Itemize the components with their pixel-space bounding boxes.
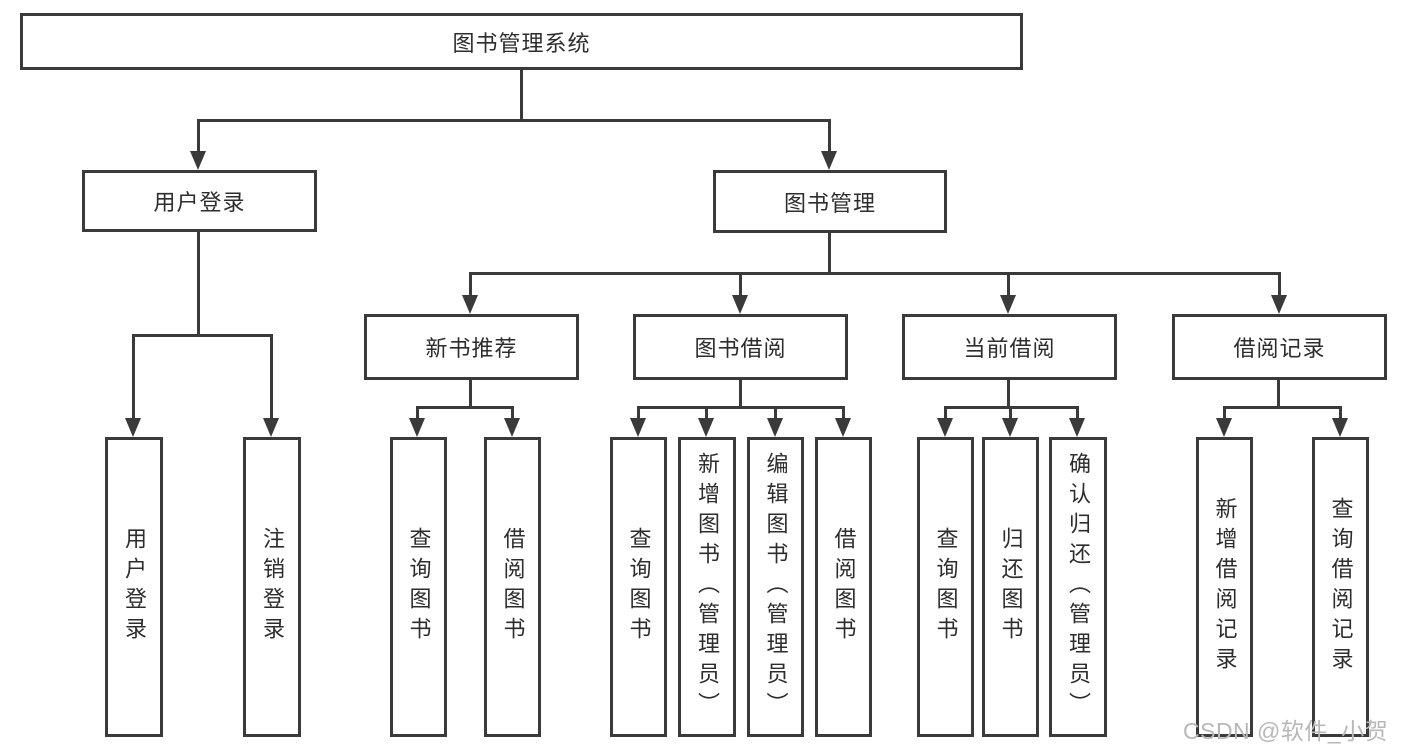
arrowhead-leaf-query-book-1 <box>409 418 425 437</box>
edge-root-stem <box>520 70 523 121</box>
edge-new-book-rec-stem <box>469 379 472 409</box>
edge-root-crossbar <box>198 119 831 122</box>
leaf-query-book-3: 查询图书 <box>917 437 974 737</box>
arrowhead-leaf-borrow-book-1 <box>504 418 520 437</box>
node-user-login: 用户登录 <box>82 170 317 232</box>
node-borrowing-records: 借阅记录 <box>1172 314 1387 380</box>
leaf-query-borrow-record: 查询借阅记录 <box>1312 437 1369 737</box>
arrowhead-leaf-query-book-3 <box>937 418 953 437</box>
leaf-borrow-book-2: 借阅图书 <box>815 437 872 737</box>
arrowhead-leaf-add-book <box>698 418 714 437</box>
edge-to-current-borrow <box>1007 272 1010 296</box>
edge-to-borrow-records <box>1278 272 1281 296</box>
edge-to-leaf-return-book <box>1009 406 1012 419</box>
edge-root-to-user-login <box>197 119 200 152</box>
arrowhead-book-borrow <box>732 295 748 314</box>
arrowhead-leaf-logout <box>263 418 279 437</box>
leaf-user-login: 用户登录 <box>105 437 163 737</box>
edge-new-book-rec-crossbar <box>417 406 514 409</box>
arrowhead-book-mgmt <box>821 151 837 170</box>
edge-borrow-records-crossbar <box>1224 406 1342 409</box>
arrowhead-leaf-query-book-2 <box>630 418 646 437</box>
edge-book-mgmt-crossbar <box>469 272 1281 275</box>
arrowhead-leaf-user-login <box>125 418 141 437</box>
leaf-add-book-admin: 新增图书（管理员） <box>678 437 736 737</box>
edge-to-leaf-query-record <box>1339 406 1342 419</box>
node-current-borrowing: 当前借阅 <box>902 314 1117 380</box>
arrowhead-leaf-edit-book <box>767 418 783 437</box>
edge-to-leaf-borrow-book-1 <box>511 406 514 419</box>
edge-book-borrow-crossbar <box>638 406 845 409</box>
arrowhead-user-login <box>190 151 206 170</box>
edge-to-book-borrow <box>739 272 742 296</box>
edge-borrow-records-stem <box>1277 379 1280 409</box>
leaf-logout: 注销登录 <box>243 437 301 737</box>
arrowhead-current-borrow <box>1000 295 1016 314</box>
node-book-management: 图书管理 <box>713 170 947 233</box>
edge-current-borrow-stem <box>1007 379 1010 409</box>
edge-user-login-stem <box>197 230 200 336</box>
edge-user-login-crossbar <box>133 334 273 337</box>
leaf-confirm-return-admin: 确认归还（管理员） <box>1049 437 1107 737</box>
arrowhead-leaf-borrow-book-2 <box>835 418 851 437</box>
leaf-borrow-book-1: 借阅图书 <box>484 437 541 737</box>
arrowhead-leaf-add-record <box>1216 418 1232 437</box>
node-new-book-recommendation: 新书推荐 <box>364 314 579 380</box>
edge-to-leaf-edit-book <box>774 406 777 419</box>
node-library-management-system: 图书管理系统 <box>20 13 1023 70</box>
arrowhead-new-book-rec <box>462 295 478 314</box>
edge-book-borrow-stem <box>739 379 742 409</box>
leaf-query-book-2: 查询图书 <box>610 437 667 737</box>
edge-to-leaf-logout <box>270 334 273 419</box>
edge-to-leaf-confirm-return <box>1076 406 1079 419</box>
arrowhead-leaf-query-record <box>1332 418 1348 437</box>
arrowhead-leaf-return-book <box>1002 418 1018 437</box>
edge-to-leaf-borrow-book-2 <box>842 406 845 419</box>
edge-root-to-book-mgmt <box>828 119 831 152</box>
edge-to-leaf-add-book <box>705 406 708 419</box>
leaf-add-borrow-record: 新增借阅记录 <box>1196 437 1253 737</box>
arrowhead-borrow-records <box>1271 295 1287 314</box>
edge-to-leaf-query-book-1 <box>416 406 419 419</box>
node-book-borrowing: 图书借阅 <box>633 314 848 380</box>
edge-to-leaf-user-login <box>132 334 135 419</box>
edge-book-mgmt-stem <box>828 233 831 275</box>
edge-current-borrow-crossbar <box>945 406 1079 409</box>
edge-to-leaf-query-book-3 <box>944 406 947 419</box>
leaf-edit-book-admin: 编辑图书（管理员） <box>747 437 804 737</box>
edge-to-leaf-add-record <box>1223 406 1226 419</box>
arrowhead-leaf-confirm-return <box>1069 418 1085 437</box>
edge-to-new-book-rec <box>469 272 472 296</box>
csdn-watermark: CSDN @软件_小贺同学 <box>1183 718 1389 744</box>
leaf-query-book-1: 查询图书 <box>390 437 447 737</box>
leaf-return-book: 归还图书 <box>982 437 1039 737</box>
edge-to-leaf-query-book-2 <box>637 406 640 419</box>
